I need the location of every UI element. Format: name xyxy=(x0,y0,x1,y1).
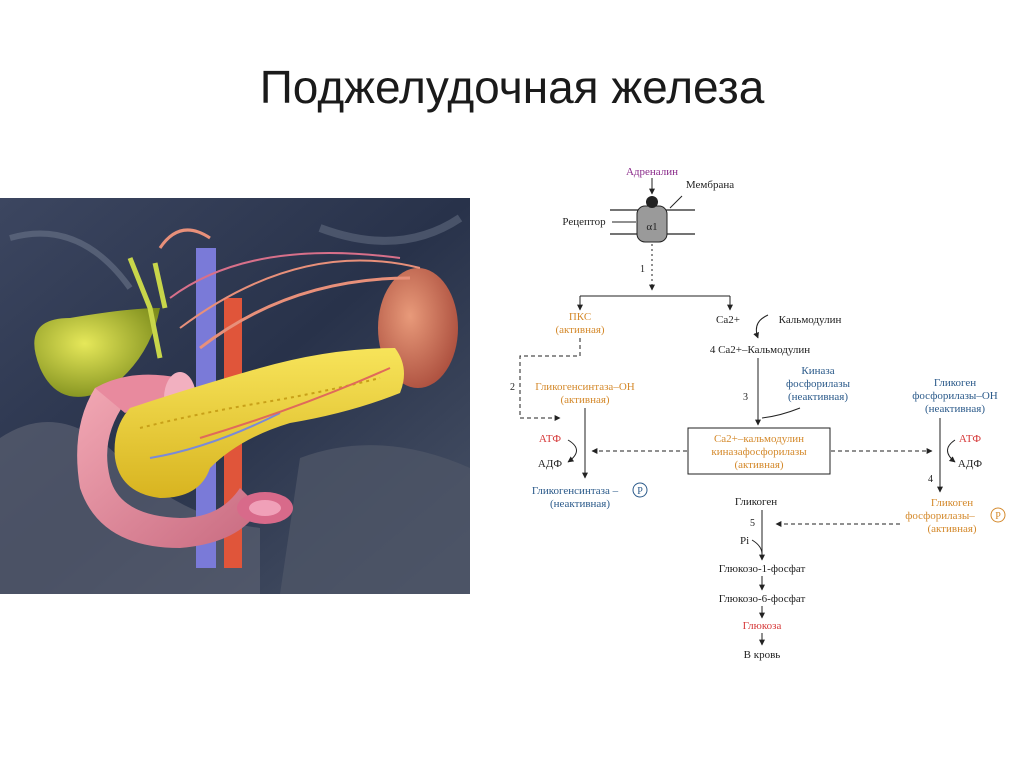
glycogen-regulation-diagram: Адреналин Мембрана Рецептор α1 1 ПКС (ак… xyxy=(510,166,1006,661)
kinase-inactive-3: (неактивная) xyxy=(788,391,848,403)
gp-oh-1: Гликоген xyxy=(934,377,976,389)
gp-oh-3: (неактивная) xyxy=(925,403,985,415)
g1p-label: Глюкозо-1-фосфат xyxy=(719,563,806,575)
receptor-label: Рецептор xyxy=(562,216,606,228)
center-3: (активная) xyxy=(734,459,783,471)
pancreas-illustration xyxy=(0,198,470,594)
gp-p-1: Гликоген xyxy=(931,497,973,509)
slide-title: Поджелудочная железа xyxy=(259,61,765,113)
kinase-inactive-1: Киназа xyxy=(801,365,834,377)
gp-p-2: фосфорилазы– xyxy=(905,510,975,522)
pkc-state: (активная) xyxy=(555,324,604,336)
ca-calmodulin: 4 Ca2+–Кальмодулин xyxy=(710,344,810,356)
pkc-name: ПКС xyxy=(569,311,591,323)
blood-label: В кровь xyxy=(744,649,781,661)
atp-left: АТФ xyxy=(539,433,561,445)
alpha1-label: α1 xyxy=(646,221,657,233)
glycogen-label: Гликоген xyxy=(735,496,777,508)
kinase-inactive-2: фосфорилазы xyxy=(786,378,851,390)
gs-p-state: (неактивная) xyxy=(550,498,610,510)
adp-left: АДФ xyxy=(538,458,562,470)
gp-p-circle: P xyxy=(995,511,1001,522)
step-5: 5 xyxy=(750,518,755,529)
step-3: 3 xyxy=(743,392,748,403)
glucose-label: Глюкоза xyxy=(743,620,782,632)
gallbladder xyxy=(34,308,160,397)
step-4: 4 xyxy=(928,474,933,485)
calmodulin-label: Кальмодулин xyxy=(779,314,842,326)
g6p-label: Глюкозо-6-фосфат xyxy=(719,593,806,605)
gs-p-name: Гликогенсинтаза – xyxy=(532,485,619,497)
gp-oh-2: фосфорилазы–ОН xyxy=(912,390,997,402)
center-2: киназафосфорилазы xyxy=(711,446,807,458)
active-kinase-box xyxy=(687,427,831,475)
ca-ion: Ca2+ xyxy=(716,314,740,326)
atp-right: АТФ xyxy=(959,433,981,445)
gs-oh-name: Гликогенсинтаза–ОН xyxy=(535,381,634,393)
gs-p-circle: P xyxy=(637,486,643,497)
adp-right: АДФ xyxy=(958,458,982,470)
step-1: 1 xyxy=(640,264,645,275)
step-2: 2 xyxy=(510,382,515,393)
gp-p-3: (активная) xyxy=(927,523,976,535)
duodenum xyxy=(77,388,260,548)
pi-label: Pi xyxy=(740,535,749,547)
gs-oh-state: (активная) xyxy=(560,394,609,406)
adrenalin-label: Адреналин xyxy=(626,166,678,178)
center-1: Ca2+–кальмодулин xyxy=(714,433,804,445)
membrane-label: Мембрана xyxy=(686,179,734,191)
adrenalin-dot xyxy=(646,196,658,208)
